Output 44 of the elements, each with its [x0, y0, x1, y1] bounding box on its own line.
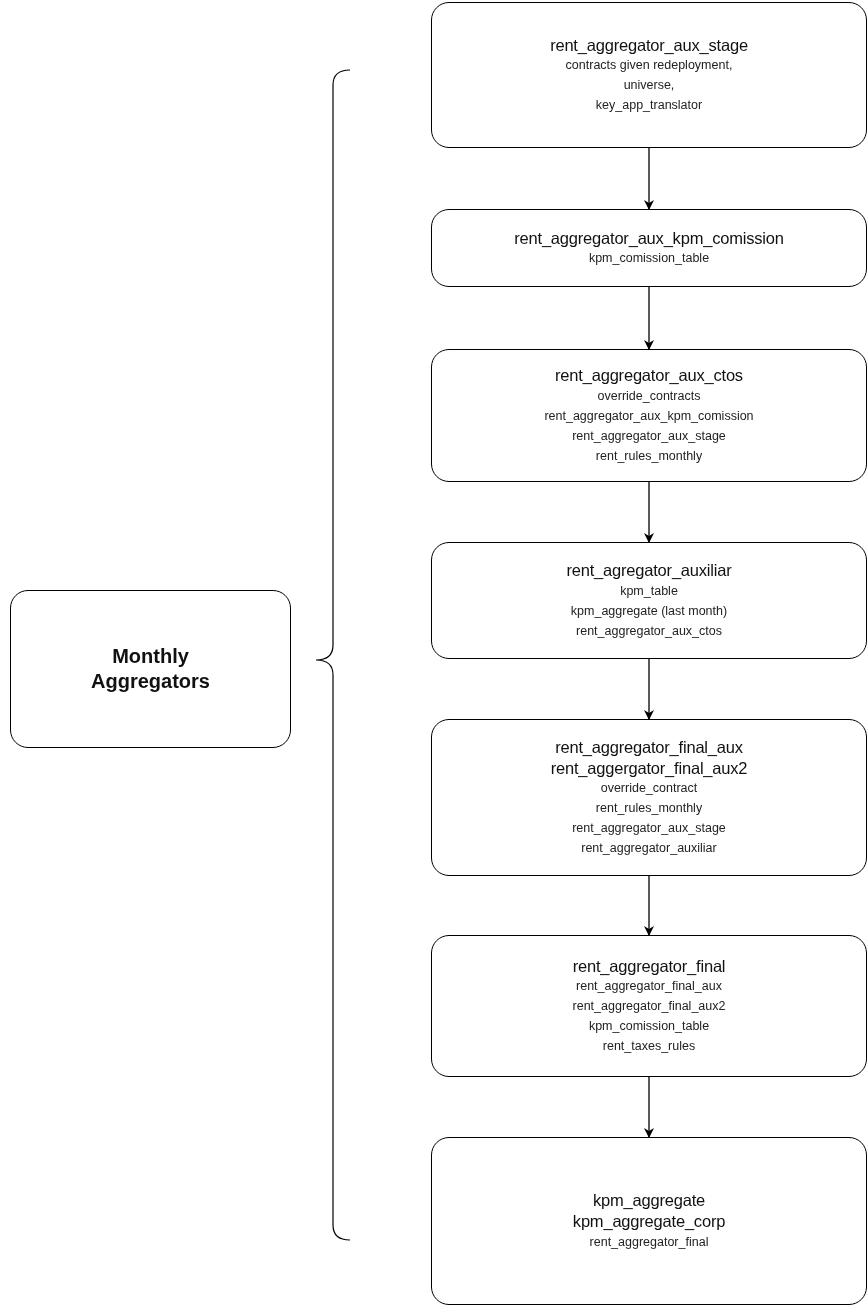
- table-name: rent_aggregator_aux_stage: [572, 820, 726, 838]
- table-name: rent_aggregator_aux_ctos: [576, 622, 722, 640]
- box-title: rent_aggregator_final: [572, 955, 726, 977]
- box-title: rent_aggregator_aux_stage: [550, 34, 748, 56]
- table-name: override_contracts: [597, 387, 701, 405]
- table-name: rent_aggregator_aux_kpm_comission: [544, 407, 754, 425]
- table-name: key_app_translator: [595, 97, 703, 115]
- table-name: kpm_table: [620, 582, 678, 600]
- table-name: rent_aggregator_final: [589, 1233, 709, 1251]
- table-name: kpm_comission_table: [588, 250, 710, 268]
- box-title: rent_aggergator_final_aux2: [550, 757, 748, 779]
- arrow: [644, 875, 654, 936]
- box-title: rent_agregator_auxiliar: [566, 560, 732, 581]
- arrow: [644, 1076, 654, 1138]
- table-name: universe,: [623, 77, 675, 95]
- box-title: Monthly Aggregators: [90, 644, 211, 694]
- process-box: [431, 542, 867, 659]
- table-name: kpm_comission_table: [588, 1018, 710, 1036]
- table-name: rent_aggregator_final_aux2: [572, 998, 726, 1016]
- table-name: rent_rules_monthly: [595, 800, 703, 818]
- process-box: [431, 935, 867, 1077]
- table-name: rent_aggregator_aux_stage: [572, 427, 726, 445]
- arrow: [644, 658, 654, 720]
- arrow: [644, 481, 654, 543]
- box-title: kpm_aggregate: [592, 1190, 706, 1211]
- table-name: kpm_aggregate (last month): [570, 602, 728, 620]
- group-box: [10, 590, 291, 748]
- table-name: rent_aggregator_auxiliar: [581, 840, 717, 858]
- box-title: kpm_aggregate_corp: [572, 1211, 726, 1232]
- table-name: rent_rules_monthly: [595, 447, 703, 465]
- table-name: contracts given redeployment,: [565, 57, 733, 75]
- box-title: rent_aggregator_aux_ctos: [555, 365, 743, 386]
- process-box: [431, 719, 867, 876]
- arrow: [644, 147, 654, 210]
- process-box: [431, 1137, 867, 1305]
- table-name: rent_aggregator_final_aux: [576, 978, 722, 996]
- table-name: override_contract: [600, 780, 698, 798]
- arrow: [644, 286, 654, 350]
- box-title: rent_aggregator_final_aux: [555, 736, 743, 758]
- table-name: rent_taxes_rules: [602, 1038, 696, 1056]
- box-title: rent_aggregator_aux_kpm_comission: [514, 227, 784, 249]
- process-box: [431, 349, 867, 482]
- process-box: [431, 2, 867, 148]
- process-box: [431, 209, 867, 287]
